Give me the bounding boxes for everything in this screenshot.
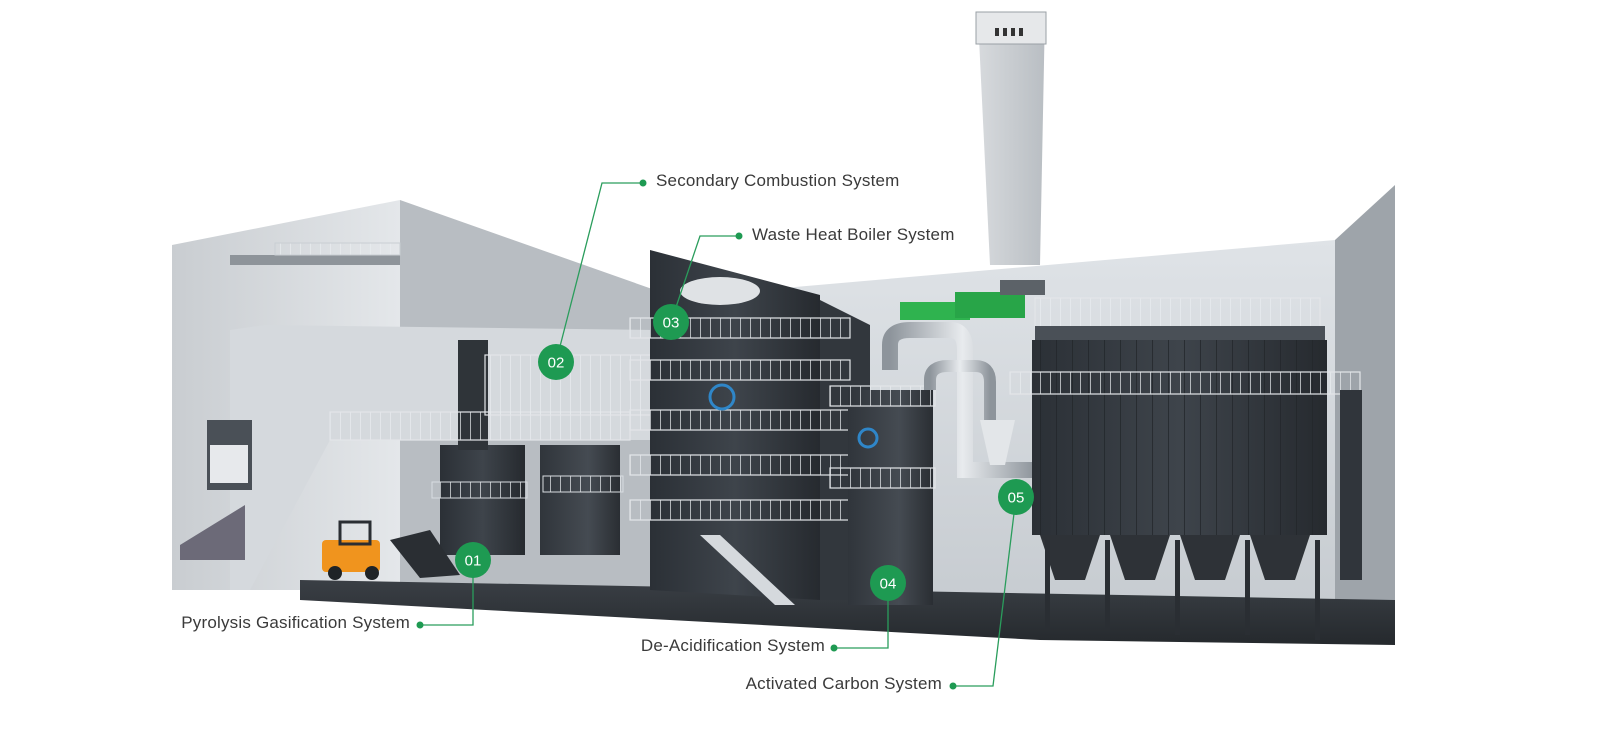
carbon-hopper — [980, 420, 1015, 465]
badge-03-number: 03 — [663, 315, 680, 332]
label-secondary-combustion: Secondary Combustion System — [656, 171, 900, 190]
badge-02[interactable]: 02 — [538, 344, 574, 380]
badge-05[interactable]: 05 — [998, 479, 1034, 515]
leader-dot-01 — [416, 621, 424, 629]
waste-pile — [180, 505, 245, 560]
crane-rail — [230, 255, 400, 265]
tower-logo-icon — [857, 427, 879, 449]
badge-05-number: 05 — [1008, 490, 1025, 507]
badge-04[interactable]: 04 — [870, 565, 906, 601]
flue-duct — [882, 322, 1035, 478]
crane-railing — [274, 242, 401, 256]
leader-line-02 — [555, 182, 643, 363]
label-pyrolysis-gasification: Pyrolysis Gasification System — [181, 613, 410, 632]
forklift-body — [322, 540, 380, 572]
pyrolysis-tower-1 — [440, 445, 525, 555]
boiler-drum — [680, 277, 760, 305]
boiler-staircase — [700, 535, 795, 605]
leader-line-01 — [420, 560, 474, 626]
leader-line-05 — [953, 496, 1017, 687]
walkway-railing — [329, 411, 631, 441]
green-motor-2 — [955, 292, 1025, 318]
green-motor-1 — [900, 302, 970, 320]
badge-01-number: 01 — [465, 553, 482, 570]
leader-line-03 — [670, 235, 739, 323]
leader-dot-05 — [949, 682, 957, 690]
truck — [210, 445, 248, 483]
pyrolysis-tower-2 — [540, 445, 620, 555]
chimney — [978, 12, 1045, 265]
leader-dot-03 — [735, 232, 743, 240]
leader-line-04 — [834, 583, 889, 649]
boiler-logo-icon — [708, 383, 736, 411]
badge-03[interactable]: 03 — [653, 304, 689, 340]
badge-01[interactable]: 01 — [455, 542, 491, 578]
badge-02-number: 02 — [548, 355, 565, 372]
baghouse-stack — [1340, 390, 1362, 580]
badge-04-number: 04 — [880, 576, 897, 593]
ground-base — [300, 580, 1395, 645]
baghouse-railing — [1009, 371, 1361, 395]
leader-dot-02 — [639, 179, 647, 187]
conveyor — [390, 530, 460, 578]
leader-dot-04 — [830, 644, 838, 652]
label-activated-carbon: Activated Carbon System — [745, 674, 942, 693]
label-waste-heat-boiler: Waste Heat Boiler System — [752, 225, 955, 244]
label-de-acidification: De-Acidification System — [640, 636, 825, 655]
